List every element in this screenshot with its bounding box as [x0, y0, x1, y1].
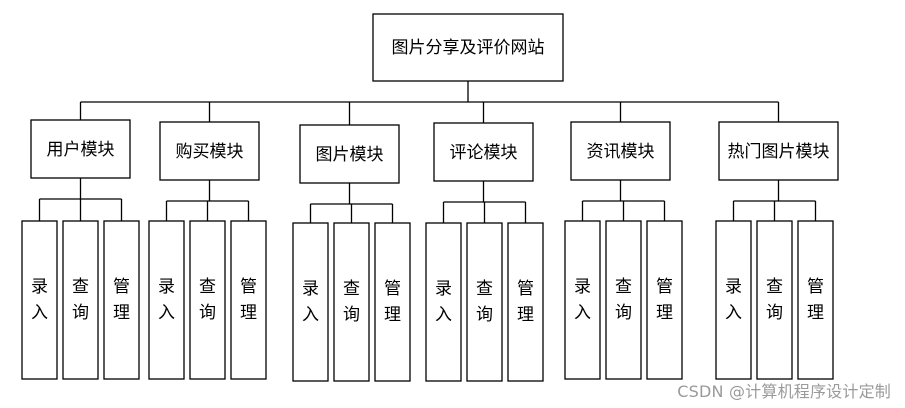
- leaf-label: 查询: [766, 277, 783, 323]
- leaf-label: 管理: [113, 277, 130, 323]
- leaf-label: 查询: [199, 277, 216, 323]
- leaf-box: [564, 220, 601, 380]
- module-nodes: 用户模块 购买模块 图片模块 评论模块 资讯模块 热门图片模块: [30, 119, 839, 184]
- leaf-label: 录入: [725, 277, 742, 323]
- leaf-box: [605, 220, 642, 380]
- module-label: 资讯模块: [587, 142, 655, 162]
- leaf-box: [333, 222, 370, 382]
- watermark-text: CSDN @计算机程序设计定制: [677, 382, 891, 401]
- module-box: [718, 121, 839, 181]
- leaf-label: 录入: [574, 277, 591, 323]
- leaf-label: 查询: [615, 277, 632, 323]
- module-box: [570, 121, 671, 181]
- leaf-box: [374, 222, 411, 382]
- root-node: 图片分享及评价网站: [372, 13, 564, 82]
- leaf-box: [507, 222, 544, 382]
- module-label: 热门图片模块: [728, 142, 830, 162]
- leaf-label: 管理: [656, 277, 673, 323]
- leaf-label: 管理: [517, 279, 534, 325]
- leaf-box: [756, 220, 793, 380]
- leaf-box: [425, 222, 462, 382]
- leaf-box: [189, 220, 226, 380]
- leaf-box: [103, 220, 140, 380]
- module-box: [159, 121, 260, 181]
- leaf-box: [646, 220, 683, 380]
- module-label: 购买模块: [176, 142, 244, 162]
- root-label: 图片分享及评价网站: [392, 38, 545, 58]
- leaf-label: 管理: [240, 277, 257, 323]
- module-box: [299, 124, 400, 184]
- leaf-box: [797, 220, 834, 380]
- leaf-label: 录入: [435, 279, 452, 325]
- leaf-label: 查询: [72, 277, 89, 323]
- module-label: 用户模块: [47, 140, 115, 160]
- leaf-box: [21, 220, 58, 380]
- leaf-label: 查询: [476, 279, 493, 325]
- leaf-label: 查询: [343, 279, 360, 325]
- module-box: [433, 122, 534, 182]
- module-box: [30, 119, 131, 179]
- module-label: 图片模块: [316, 145, 384, 165]
- module-label: 评论模块: [450, 143, 518, 163]
- leaf-box: [62, 220, 99, 380]
- leaf-box: [148, 220, 185, 380]
- leaf-box: [292, 222, 329, 382]
- root-box: [372, 13, 564, 82]
- leaf-box: [230, 220, 267, 380]
- leaf-label: 管理: [384, 279, 401, 325]
- leaf-box: [466, 222, 503, 382]
- leaf-box: [715, 220, 752, 380]
- connector-lines: [38, 81, 817, 223]
- leaf-label: 录入: [158, 277, 175, 323]
- leaf-label: 录入: [31, 277, 48, 323]
- leaf-label: 管理: [807, 277, 824, 323]
- leaf-label: 录入: [302, 279, 319, 325]
